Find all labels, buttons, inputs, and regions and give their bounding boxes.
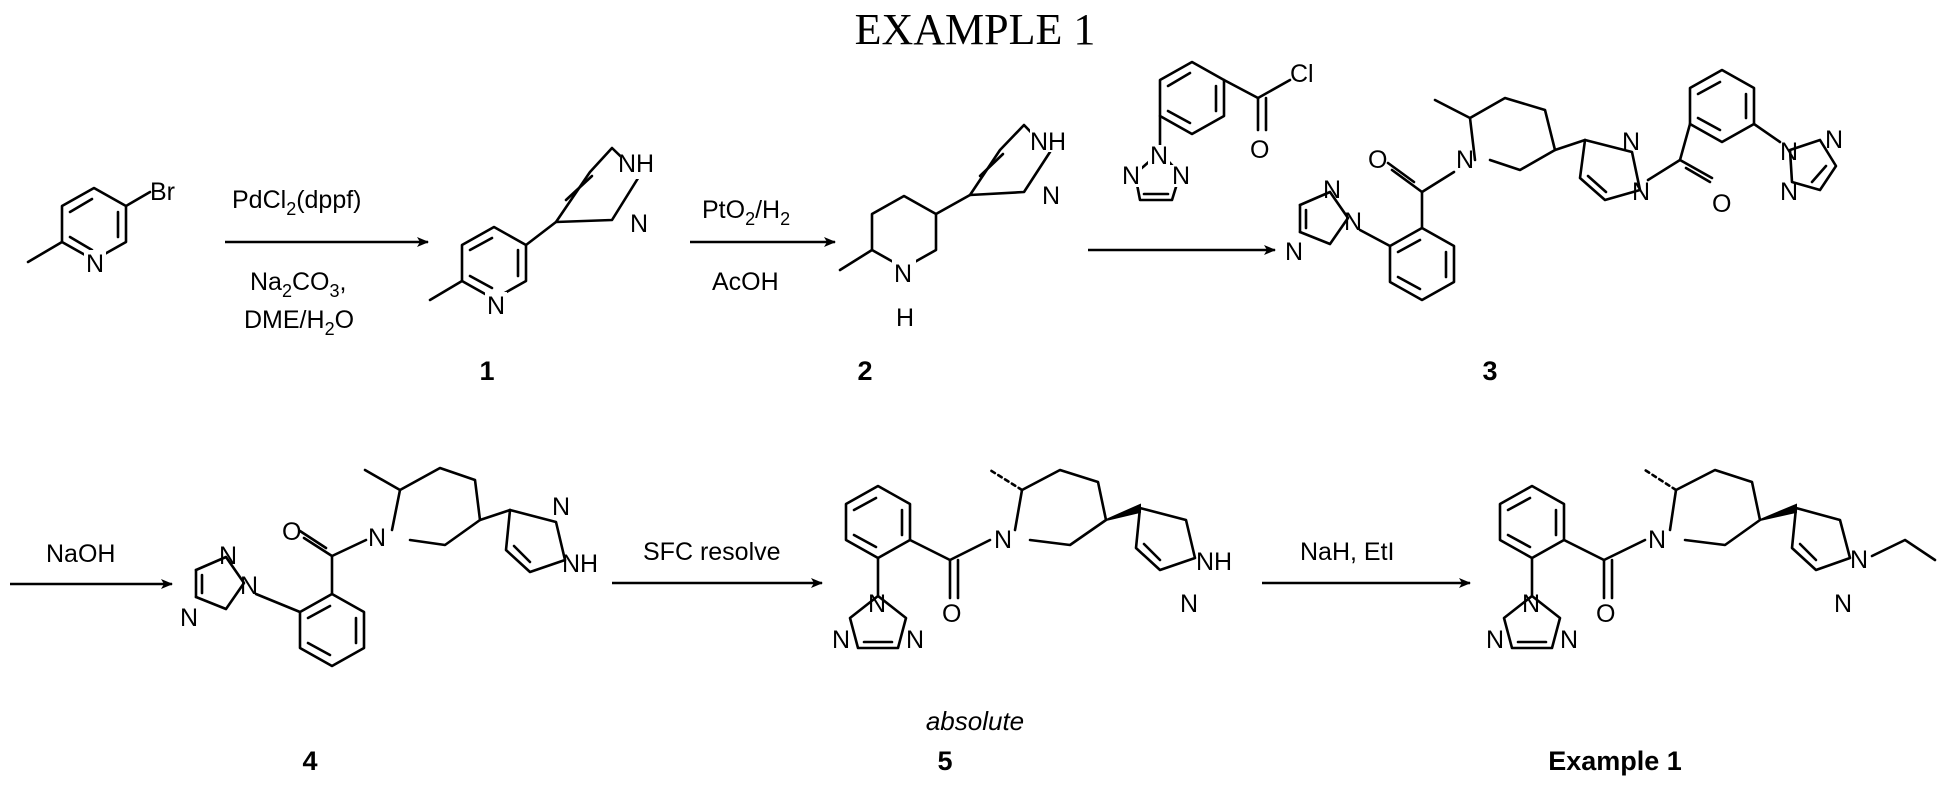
reagent-step5: SFC resolve [643,538,781,566]
atom-br: Br [150,178,175,206]
atom-n: N [906,626,924,654]
absolute-note: absolute [926,706,1024,736]
atom-n: N [1042,182,1060,210]
atom-n: N [994,526,1012,554]
atom-nh: NH [562,550,598,578]
reagent-acid-chloride: Cl O N N N [1120,60,1314,200]
compound-2-structure: N H NH N [840,125,1070,332]
compound-1-structure: N NH N [430,148,660,320]
compound-2-label: 2 [857,356,872,386]
atom-n: N [630,210,648,238]
atom-o: O [1596,600,1615,628]
compound-4-structure: N N N O N NH N [180,468,598,666]
compound-5-structure: N N N O N NH N [832,470,1232,654]
atom-n: N [1344,208,1362,236]
reagent-step1-top: PdCl2(dppf) [232,186,362,219]
compound-5-label: 5 [937,746,952,776]
atom-h: H [896,304,914,332]
atom-n: N [180,604,198,632]
atom-n: N [368,524,386,552]
atom-n: N [1560,626,1578,654]
starting-material: Br N [28,178,175,278]
compound-3-structure: N N N O N N N O N N N [1285,70,1843,300]
reagent-step6: NaH, EtI [1300,538,1394,566]
atom-n: N [219,542,237,570]
atom-n: N [1780,138,1798,166]
example-1-structure: N N N O N N N [1486,470,1935,654]
scheme-title: EXAMPLE 1 [855,5,1096,54]
atom-n: N [1323,176,1341,204]
example-1-label: Example 1 [1548,746,1682,776]
reagent-step2-top: PtO2/H2 [702,196,790,229]
atom-n: N [1780,178,1798,206]
compound-4-label: 4 [302,746,317,776]
atom-o: O [282,518,301,546]
atom-n: N [1648,526,1666,554]
atom-o: O [1250,136,1269,164]
atom-n: N [1122,162,1140,190]
atom-n: N [1180,590,1198,618]
atom-o: O [1712,190,1731,218]
atom-n: N [1632,178,1650,206]
atom-nh: NH [1196,548,1232,576]
atom-o: O [942,600,961,628]
reagent-step1-bottom-2: DME/H2O [244,306,354,339]
atom-n: N [1622,128,1640,156]
atom-n: N [1456,146,1474,174]
atom-n: N [240,572,258,600]
atom-nh: NH [618,150,654,178]
atom-n: N [1850,546,1868,574]
atom-n: N [1522,590,1540,618]
reagent-step4: NaOH [46,540,115,568]
atom-o: O [1368,146,1387,174]
atom-nh: NH [1030,128,1066,156]
atom-n: N [1285,238,1303,266]
reagent-step2-bottom: AcOH [712,268,779,296]
atom-n: N [1825,126,1843,154]
atom-n: N [487,292,505,320]
atom-n: N [868,590,886,618]
compound-1-label: 1 [479,356,494,386]
atom-n: N [1150,142,1168,170]
atom-n: N [1172,162,1190,190]
reagent-step1-bottom-1: Na2CO3, [250,268,346,301]
compound-3-label: 3 [1482,356,1497,386]
atom-n: N [1834,590,1852,618]
atom-n: N [894,260,912,288]
atom-n: N [86,250,104,278]
atom-n: N [832,626,850,654]
atom-cl: Cl [1290,60,1314,88]
atom-n: N [1486,626,1504,654]
atom-n: N [552,493,570,521]
